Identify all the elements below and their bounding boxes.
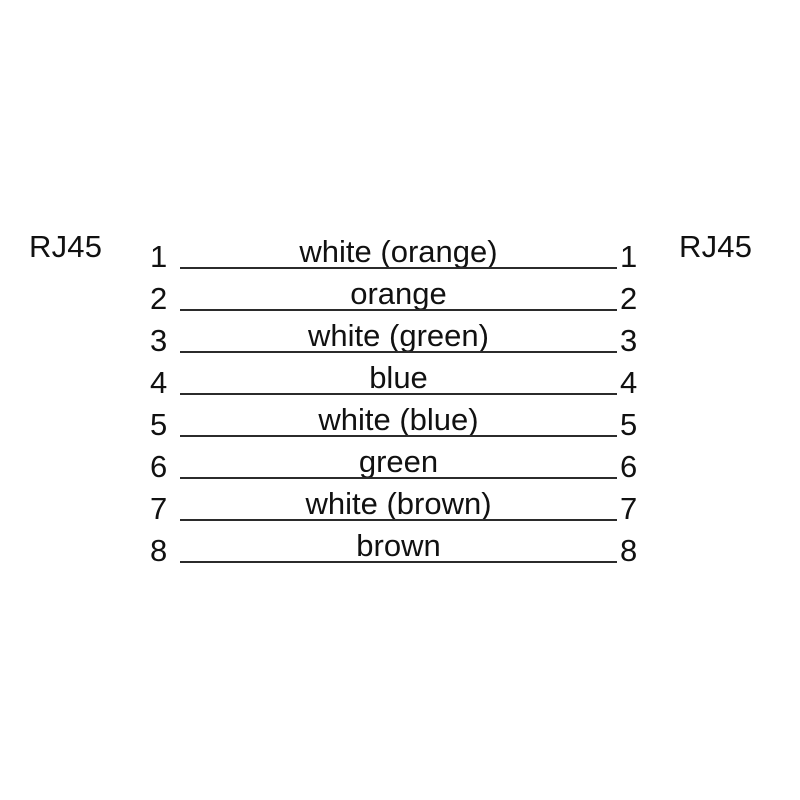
left-pin-number: 5 [150, 407, 168, 442]
right-pin-number: 6 [620, 449, 638, 484]
wire-color-label: blue [369, 360, 428, 395]
left-pin-number: 3 [150, 323, 168, 358]
right-pin-number: 1 [620, 239, 638, 274]
wire-line [180, 267, 617, 269]
wire-line [180, 393, 617, 395]
wire-line [180, 351, 617, 353]
left-pin-number: 7 [150, 491, 168, 526]
wire-color-label: white (green) [308, 318, 489, 353]
wire-line [180, 309, 617, 311]
right-pin-number: 8 [620, 533, 638, 568]
wire-color-label: orange [350, 276, 447, 311]
left-pin-number: 6 [150, 449, 168, 484]
left-pin-number: 2 [150, 281, 168, 316]
right-pin-number: 3 [620, 323, 638, 358]
left-connector-label: RJ45 [29, 229, 103, 264]
wire-line [180, 435, 617, 437]
right-pin-number: 4 [620, 365, 638, 400]
wire-color-label: white (brown) [305, 486, 492, 521]
right-pin-number: 2 [620, 281, 638, 316]
right-connector-label: RJ45 [679, 229, 753, 264]
wire-color-label: brown [356, 528, 441, 563]
wire-line [180, 519, 617, 521]
wire-color-label: white (blue) [318, 402, 479, 437]
left-pin-number: 4 [150, 365, 168, 400]
left-pin-number: 8 [150, 533, 168, 568]
left-pin-number: 1 [150, 239, 168, 274]
wire-line [180, 477, 617, 479]
wire-color-label: green [358, 444, 439, 479]
right-pin-number: 7 [620, 491, 638, 526]
wire-line [180, 561, 617, 563]
wire-color-label: white (orange) [299, 234, 498, 269]
right-pin-number: 5 [620, 407, 638, 442]
